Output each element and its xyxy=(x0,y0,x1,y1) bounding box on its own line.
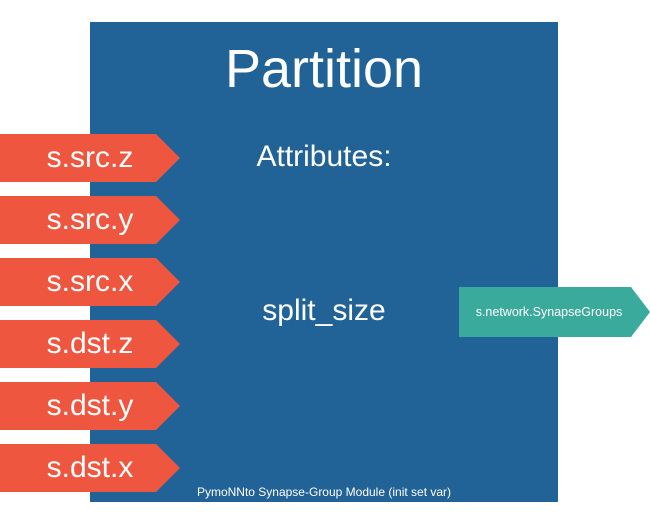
module-box xyxy=(90,22,558,502)
input-label: s.dst.z xyxy=(46,327,134,360)
module-title: Partition xyxy=(224,39,424,99)
attributes-heading: Attributes: xyxy=(256,140,392,173)
input-arrow-src-x: s.src.x xyxy=(0,258,180,306)
input-arrow-dst-y: s.dst.y xyxy=(0,382,180,430)
input-label: s.src.x xyxy=(46,265,134,298)
input-label: s.dst.x xyxy=(46,451,134,484)
input-label: s.src.y xyxy=(46,203,134,236)
input-arrow-dst-x: s.dst.x xyxy=(0,444,180,492)
input-arrow-dst-z: s.dst.z xyxy=(0,320,180,368)
output-label: s.network.SynapseGroups xyxy=(475,305,623,319)
input-arrow-src-y: s.src.y xyxy=(0,196,180,244)
output-arrow-network-synapse-groups: s.network.SynapseGroups xyxy=(459,287,650,337)
input-label: s.dst.y xyxy=(46,389,134,422)
input-arrow-src-z: s.src.z xyxy=(0,134,180,182)
attribute-split-size: split_size xyxy=(262,294,386,327)
module-footer: PymoNNto Synapse-Group Module (init set … xyxy=(196,485,452,499)
input-label: s.src.z xyxy=(46,141,134,174)
